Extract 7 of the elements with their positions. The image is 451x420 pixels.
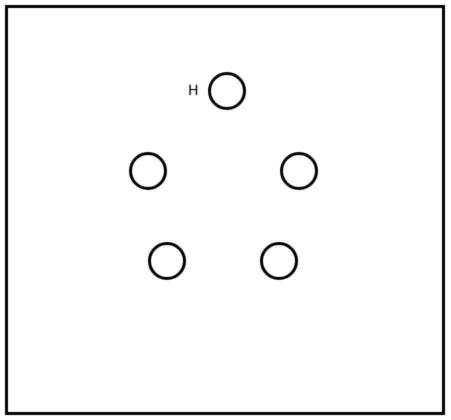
frame-border xyxy=(5,5,445,415)
circle xyxy=(129,152,167,190)
circle xyxy=(148,242,186,280)
circle xyxy=(280,152,318,190)
circle xyxy=(260,242,298,280)
node-label: H xyxy=(188,84,199,98)
circle xyxy=(208,72,246,110)
